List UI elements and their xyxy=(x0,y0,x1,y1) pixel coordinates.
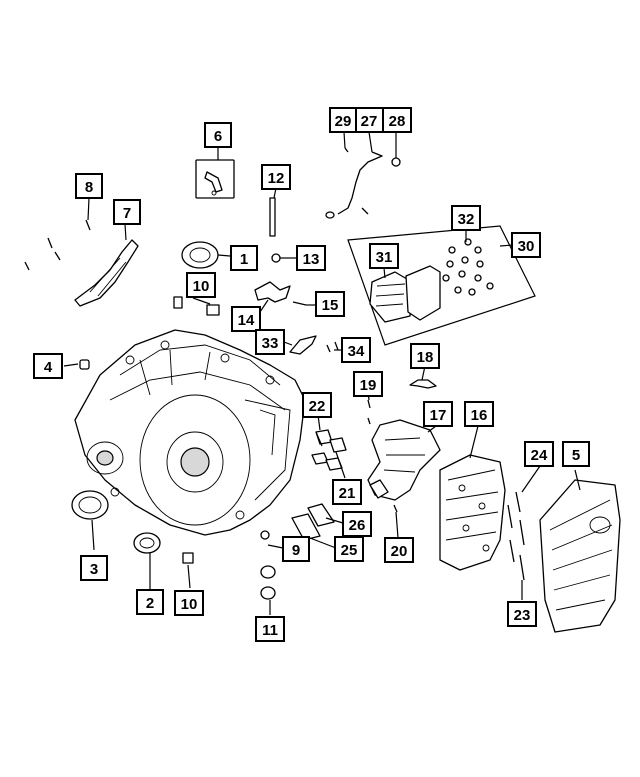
part-illustrations xyxy=(24,147,621,633)
callout-12: 12 xyxy=(261,164,291,190)
svg-text:16: 16 xyxy=(471,407,488,424)
svg-text:8: 8 xyxy=(85,179,93,196)
svg-text:32: 32 xyxy=(458,211,475,228)
svg-text:4: 4 xyxy=(44,359,53,376)
callout-23: 23 xyxy=(507,601,537,627)
svg-text:9: 9 xyxy=(292,542,300,559)
callout-16: 16 xyxy=(464,401,494,427)
callout-15: 15 xyxy=(315,291,345,317)
svg-text:33: 33 xyxy=(262,335,279,352)
svg-text:24: 24 xyxy=(531,447,548,464)
callout-20: 20 xyxy=(384,537,414,563)
svg-text:13: 13 xyxy=(303,251,320,268)
svg-text:28: 28 xyxy=(389,113,406,130)
callout-10-lower: 10 xyxy=(174,590,204,616)
callout-9: 9 xyxy=(282,536,310,562)
callout-30: 30 xyxy=(511,232,541,258)
svg-text:22: 22 xyxy=(309,398,326,415)
svg-text:31: 31 xyxy=(376,249,393,266)
svg-text:10: 10 xyxy=(181,596,198,613)
bolts-part-24 xyxy=(507,491,525,581)
svg-text:6: 6 xyxy=(214,128,222,145)
svg-text:19: 19 xyxy=(360,377,377,394)
callout-24: 24 xyxy=(524,441,554,467)
callout-26: 26 xyxy=(342,511,372,537)
svg-text:20: 20 xyxy=(391,543,408,560)
leader-lines xyxy=(63,131,581,615)
callout-29: 29 xyxy=(329,107,357,133)
callout-11: 11 xyxy=(255,616,285,642)
svg-text:1: 1 xyxy=(240,251,248,268)
callout-14: 14 xyxy=(231,306,261,332)
callout-labels: 1 2 3 4 5 6 7 8 9 10 10 11 12 13 14 15 1… xyxy=(33,107,590,642)
callout-1: 1 xyxy=(230,245,258,271)
callout-19: 19 xyxy=(353,371,383,397)
svg-text:26: 26 xyxy=(349,517,366,534)
callout-25: 25 xyxy=(334,536,364,562)
transmission-case xyxy=(74,329,306,536)
svg-text:25: 25 xyxy=(341,542,358,559)
callout-33: 33 xyxy=(255,329,285,355)
callout-28: 28 xyxy=(382,107,412,133)
svg-text:11: 11 xyxy=(262,622,278,639)
callout-4: 4 xyxy=(33,353,63,379)
svg-text:10: 10 xyxy=(193,278,210,295)
callout-22: 22 xyxy=(302,392,332,418)
callout-31: 31 xyxy=(369,243,399,269)
svg-text:2: 2 xyxy=(146,595,154,612)
svg-text:3: 3 xyxy=(90,561,98,578)
svg-text:18: 18 xyxy=(417,349,434,366)
svg-text:29: 29 xyxy=(335,113,352,130)
svg-text:15: 15 xyxy=(322,297,339,314)
callout-3: 3 xyxy=(80,555,108,581)
callout-6: 6 xyxy=(204,122,232,148)
callout-32: 32 xyxy=(451,205,481,231)
svg-text:5: 5 xyxy=(572,447,580,464)
svg-text:14: 14 xyxy=(238,312,255,329)
callout-5: 5 xyxy=(562,441,590,467)
bolts-part-32 xyxy=(442,238,494,296)
svg-text:12: 12 xyxy=(268,170,285,187)
callout-21: 21 xyxy=(332,479,362,505)
callout-18: 18 xyxy=(410,343,440,369)
svg-text:7: 7 xyxy=(123,205,131,222)
svg-text:21: 21 xyxy=(339,485,356,502)
svg-text:17: 17 xyxy=(430,407,447,424)
callout-7: 7 xyxy=(113,199,141,225)
svg-text:23: 23 xyxy=(514,607,531,624)
svg-text:30: 30 xyxy=(518,238,535,255)
svg-text:27: 27 xyxy=(361,113,378,130)
callout-8: 8 xyxy=(75,173,103,199)
callout-27: 27 xyxy=(354,107,384,133)
callout-13: 13 xyxy=(296,245,326,271)
svg-text:34: 34 xyxy=(348,343,365,360)
callout-17: 17 xyxy=(423,401,453,427)
callout-2: 2 xyxy=(136,589,164,615)
callout-10-upper: 10 xyxy=(186,272,216,298)
callout-34: 34 xyxy=(341,337,371,363)
bolts-part-8 xyxy=(24,219,91,271)
